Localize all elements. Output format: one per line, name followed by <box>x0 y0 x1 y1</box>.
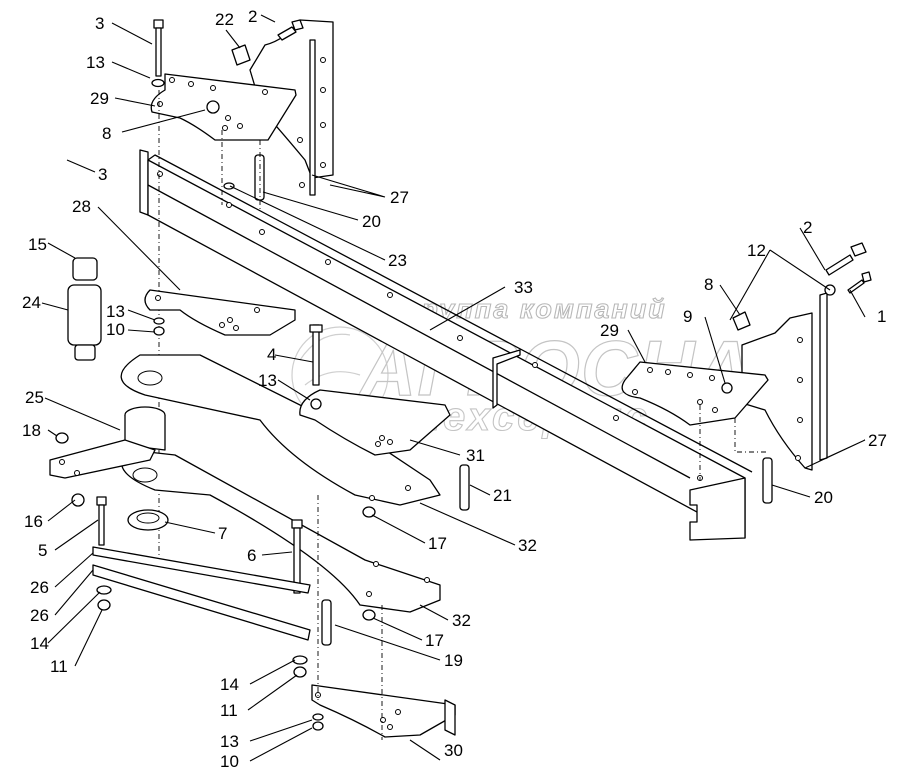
callout-22: 22 <box>215 10 234 29</box>
callout-12: 12 <box>747 241 766 260</box>
leader-lines <box>41 14 866 762</box>
callout-33: 33 <box>514 278 533 297</box>
callout-14-bottom: 14 <box>220 675 239 694</box>
callout-13-top: 13 <box>86 53 105 72</box>
callout-18: 18 <box>22 421 41 440</box>
callout-15: 15 <box>28 235 47 254</box>
callout-17-top: 17 <box>428 534 447 553</box>
callout-7: 7 <box>218 524 227 543</box>
bracket-30 <box>311 495 456 740</box>
callout-13-center: 13 <box>258 371 277 390</box>
callout-11-left: 11 <box>50 657 68 676</box>
callout-17-bottom: 17 <box>425 631 444 650</box>
callout-9: 9 <box>683 307 692 326</box>
callout-3-left: 3 <box>98 165 107 184</box>
callout-10-bottom: 10 <box>220 752 239 771</box>
callout-2-right: 2 <box>803 218 812 237</box>
housing-assembly <box>67 257 165 361</box>
plates-32 <box>120 354 441 613</box>
callout-13-bottom: 13 <box>220 732 239 751</box>
callout-32-top: 32 <box>518 536 537 555</box>
callout-3-top: 3 <box>95 14 104 33</box>
callout-11-bottom: 11 <box>220 701 238 720</box>
callout-1: 1 <box>877 307 886 326</box>
callout-29-top: 29 <box>90 89 109 108</box>
callout-24: 24 <box>22 293 41 312</box>
callout-26-upper: 26 <box>30 578 49 597</box>
right-bracket-assembly <box>621 242 872 504</box>
callout-4: 4 <box>267 345 276 364</box>
callout-13-mid: 13 <box>106 302 125 321</box>
bracket-28 <box>144 289 296 336</box>
main-beam <box>139 149 753 541</box>
callout-23: 23 <box>388 251 407 270</box>
callout-6: 6 <box>247 546 256 565</box>
callout-16: 16 <box>24 512 43 531</box>
callout-25: 25 <box>25 388 44 407</box>
callout-31: 31 <box>466 446 485 465</box>
callout-5: 5 <box>38 541 47 560</box>
callout-30: 30 <box>444 741 463 760</box>
callout-21: 21 <box>493 486 512 505</box>
arm-25 <box>49 406 166 507</box>
top-left-bracket-assembly <box>150 19 334 560</box>
callout-14-left: 14 <box>30 634 49 653</box>
callout-19: 19 <box>444 651 463 670</box>
callout-20-top: 20 <box>362 212 381 231</box>
callout-8-top: 8 <box>102 124 111 143</box>
callout-2-top: 2 <box>248 7 257 26</box>
callouts: 3 22 2 13 29 8 3 27 20 28 23 15 2 12 8 1… <box>22 7 887 771</box>
callout-10-mid: 10 <box>106 320 125 339</box>
lower-fasteners <box>92 496 376 678</box>
callout-27-right: 27 <box>868 431 887 450</box>
callout-8-right: 8 <box>704 275 713 294</box>
callout-28: 28 <box>72 197 91 216</box>
callout-32-bottom: 32 <box>452 611 471 630</box>
callout-26-lower: 26 <box>30 606 49 625</box>
callout-29-right: 29 <box>600 321 619 340</box>
bracket-31 <box>299 324 470 511</box>
callout-27-top: 27 <box>390 188 409 207</box>
callout-20-right: 20 <box>814 488 833 507</box>
